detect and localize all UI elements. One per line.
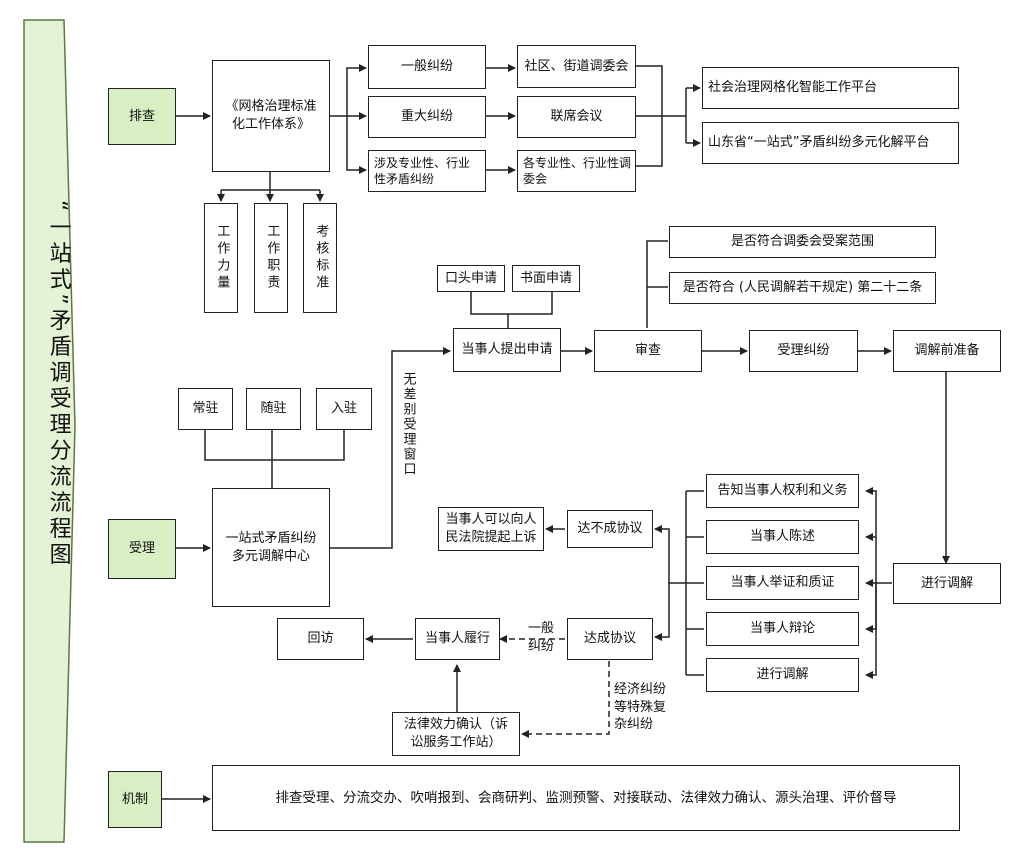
page-title: “一站式”矛盾调受理分流流程图 (43, 200, 72, 569)
legal-confirm-box: 法律效力确认（诉讼服务工作站） (392, 712, 520, 756)
agreement-box: 达成协议 (567, 618, 653, 660)
no-agreement-box: 达不成协议 (567, 510, 653, 548)
step-inform: 告知当事人权利和义务 (706, 474, 859, 508)
station-accompany: 随驻 (246, 388, 301, 430)
phase-acceptance: 受理 (108, 519, 176, 579)
lawsuit-box: 当事人可以向人民法院提起上诉 (438, 507, 544, 551)
mechanism-box: 排查受理、分流交办、吹哨报到、会商研判、监测预警、对接联动、法律效力确认、源头治… (212, 765, 960, 831)
step-debate: 当事人辩论 (706, 612, 859, 646)
criteria-rule: 是否符合 (人民调解若干规定) 第二十二条 (669, 272, 936, 304)
criteria-scope: 是否符合调委会受案范围 (669, 226, 936, 258)
window-label: 无差别受理窗口 (399, 372, 417, 477)
step-mediate: 进行调解 (706, 658, 859, 692)
handler-community: 社区、街道调委会 (517, 45, 636, 88)
dispute-professional: 涉及专业性、行业性矛盾纠纷 (368, 150, 486, 192)
support-duties-label: 工作职责 (264, 224, 280, 292)
dispute-major: 重大纠纷 (368, 96, 486, 138)
support-assessment-label: 考核标准 (313, 224, 329, 292)
apply-oral: 口头申请 (437, 265, 505, 292)
phase-screening: 排查 (108, 88, 176, 145)
special-dispute-label: 经济纠纷等特殊复杂纠纷 (614, 682, 667, 733)
platform-grid: 社会治理网格化智能工作平台 (702, 67, 959, 109)
support-assessment: 考核标准 (303, 203, 337, 313)
platform-shandong: 山东省“一站式”矛盾纠纷多元化解平台 (702, 122, 959, 164)
prepare-box: 调解前准备 (893, 330, 1001, 372)
apply-written: 书面申请 (512, 265, 580, 292)
accept-box: 受理纠纷 (749, 330, 858, 372)
step-statement: 当事人陈述 (706, 520, 859, 554)
window-label-text: 无差别受理窗口 (400, 372, 416, 477)
apply-box: 当事人提出申请 (453, 328, 561, 372)
dispute-general: 一般纠纷 (368, 45, 486, 89)
general-dispute-label: 一般纠纷 (527, 621, 554, 654)
page-title-text: “一站式”矛盾调受理分流流程图 (45, 200, 71, 569)
station-resident: 常驻 (178, 388, 233, 430)
support-work-force: 工作力量 (204, 203, 238, 313)
handler-joint-meeting: 联席会议 (517, 96, 636, 138)
system-box: 《网格治理标准化工作体系》 (212, 60, 330, 172)
revisit-box: 回访 (277, 618, 364, 660)
mediate-box: 进行调解 (893, 563, 1001, 604)
mediation-center: 一站式矛盾纠纷多元调解中心 (212, 488, 330, 607)
support-duties: 工作职责 (254, 203, 288, 313)
phase-mechanism: 机制 (108, 771, 162, 828)
handler-professional: 各专业性、行业性调委会 (517, 150, 636, 192)
review-box: 审查 (594, 330, 702, 372)
support-work-force-label: 工作力量 (214, 224, 230, 292)
perform-box: 当事人履行 (415, 618, 500, 660)
step-evidence: 当事人举证和质证 (706, 566, 859, 600)
station-entry: 入驻 (316, 388, 372, 430)
